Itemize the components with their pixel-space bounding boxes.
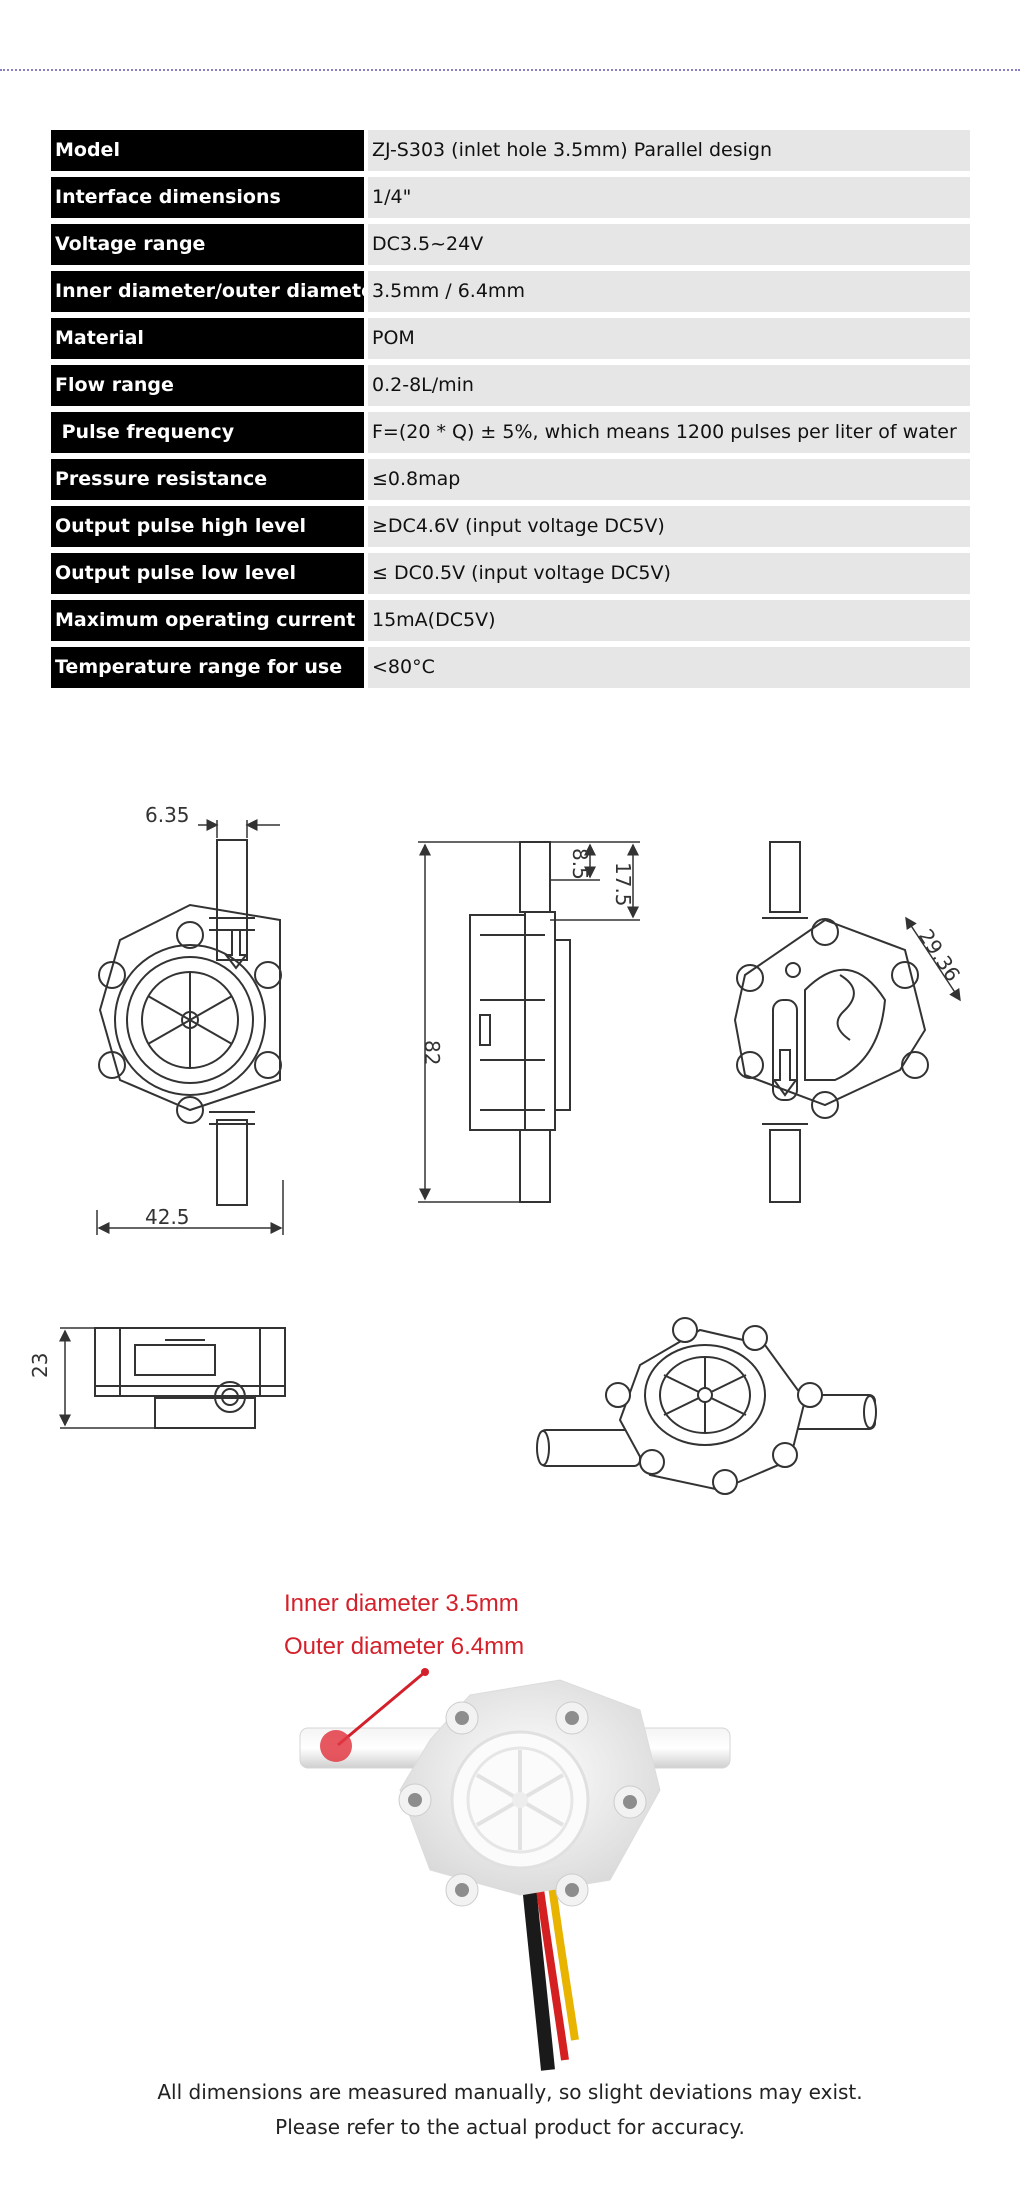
spec-label: Voltage range [51, 224, 364, 265]
table-row: Output pulse low level≤ DC0.5V (input vo… [51, 553, 970, 594]
dim-top-long: 17.5 [611, 862, 635, 907]
spec-value: 15mA(DC5V) [368, 600, 970, 641]
spec-value: 0.2-8L/min [368, 365, 970, 406]
bottom-view-drawing [59, 1327, 286, 1429]
back-view-drawing [733, 841, 961, 1203]
dim-thickness: 23 [28, 1353, 52, 1378]
spec-value: 1/4" [368, 177, 970, 218]
spec-label: Model [51, 130, 364, 171]
outer-diameter-label: Outer diameter 6.4mm [284, 1633, 525, 1660]
table-row: Temperature range for use<80°C [51, 647, 970, 688]
spec-label: Output pulse low level [51, 553, 364, 594]
spec-label: Temperature range for use [51, 647, 364, 688]
isometric-view-drawing [536, 1317, 877, 1495]
spec-label: Pressure resistance [51, 459, 364, 500]
disclaimer-line-2: Please refer to the actual product for a… [275, 2115, 745, 2139]
table-row: Output pulse high level≥DC4.6V (input vo… [51, 506, 970, 547]
spec-label: Material [51, 318, 364, 359]
spec-value: POM [368, 318, 970, 359]
spec-value: DC3.5~24V [368, 224, 970, 265]
spec-label: Flow range [51, 365, 364, 406]
sensor-photo [299, 1668, 731, 2071]
front-view-drawing [96, 819, 284, 1235]
spec-label: Inner diameter/outer diameter [51, 271, 383, 312]
callout-dot [320, 1730, 352, 1762]
spec-value: ≥DC4.6V (input voltage DC5V) [368, 506, 970, 547]
table-row: Pressure resistance≤0.8map [51, 459, 970, 500]
spec-value: F=(20 * Q) ± 5%, which means 1200 pulses… [368, 412, 970, 453]
dim-total-height: 82 [420, 1040, 444, 1065]
spec-label: Pulse frequency [51, 412, 364, 453]
side-view-drawing [418, 841, 640, 1203]
spec-label: Output pulse high level [51, 506, 364, 547]
spec-value: ≤0.8map [368, 459, 970, 500]
spec-value: ZJ-S303 (inlet hole 3.5mm) Parallel desi… [368, 130, 970, 171]
spec-value: 3.5mm / 6.4mm [368, 271, 970, 312]
disclaimer-line-1: All dimensions are measured manually, so… [157, 2080, 863, 2104]
spec-value: <80°C [368, 647, 970, 688]
dim-body-width: 42.5 [145, 1205, 190, 1229]
dim-top-short: 8.5 [568, 848, 592, 880]
spec-label: Interface dimensions [51, 177, 364, 218]
dim-diagonal: 29.36 [914, 925, 965, 986]
inner-diameter-label: Inner diameter 3.5mm [284, 1590, 519, 1617]
spec-label: Maximum operating current [51, 600, 364, 641]
spec-value: ≤ DC0.5V (input voltage DC5V) [368, 553, 970, 594]
dim-inlet-width: 6.35 [145, 803, 190, 827]
dashed-divider [0, 69, 1020, 71]
